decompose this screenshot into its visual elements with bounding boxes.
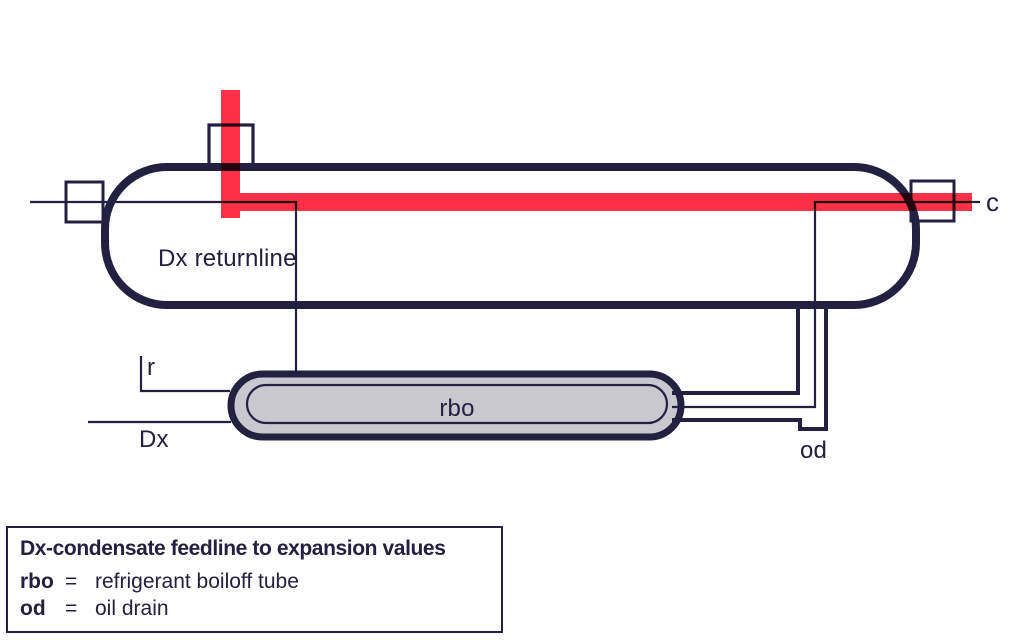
legend-equals: =: [65, 597, 78, 620]
label-od: od: [800, 437, 827, 464]
label-dx: Dx: [139, 426, 169, 453]
legend-definition-od: oil drain: [95, 597, 169, 620]
od-pipe-wall-inner: [672, 303, 828, 431]
legend-row-rbo: rbo = refrigerant boiloff tube: [20, 568, 489, 595]
legend-term-od: od: [20, 597, 46, 620]
diagram-labels: Dx returnline rbo od c r Dx: [139, 187, 999, 464]
refrigerant-pipe-vertical: [221, 90, 240, 218]
label-c: c: [986, 187, 999, 217]
legend-term-rbo: rbo: [20, 570, 54, 593]
legend-box: Dx-condensate feedline to expansion valu…: [6, 526, 503, 633]
od-pipe-wall-outer: [672, 303, 800, 395]
legend-row-od: od = oil drain: [20, 595, 489, 622]
legend-equals: =: [65, 570, 78, 593]
rbo-tube-outer: [227, 370, 685, 441]
refrigerant-feed-pipe: [221, 90, 972, 218]
refrigerant-pipe-horizontal: [221, 193, 972, 211]
label-dx-returnline: Dx returnline: [158, 245, 297, 272]
rbo-tube-inner: [245, 383, 669, 425]
r-pointer-line: [139, 356, 230, 393]
legend-definition-rbo: refrigerant boiloff tube: [95, 570, 299, 593]
label-rbo: rbo: [439, 395, 474, 422]
legend-title: Dx-condensate feedline to expansion valu…: [20, 537, 446, 560]
label-r: r: [147, 354, 155, 381]
structure-lines: [30, 123, 980, 441]
